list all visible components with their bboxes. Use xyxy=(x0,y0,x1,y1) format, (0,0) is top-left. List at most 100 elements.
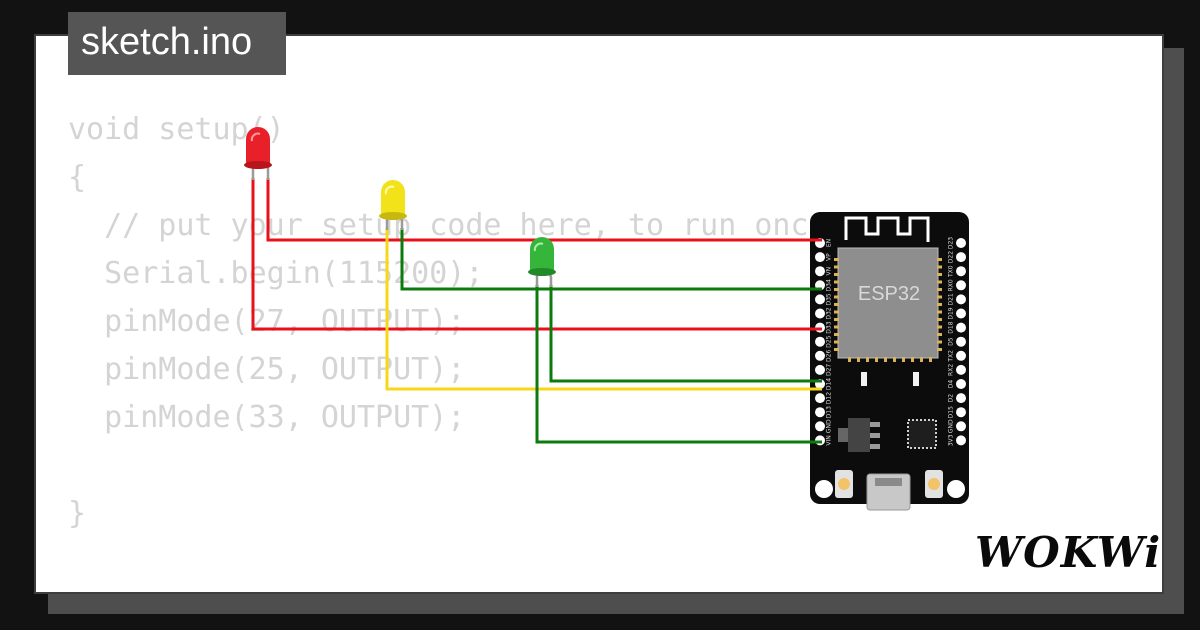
header-pin[interactable] xyxy=(956,238,966,248)
header-pin[interactable] xyxy=(815,435,825,446)
chip-pad xyxy=(893,357,896,362)
pin-label: GND xyxy=(826,419,833,433)
pin-label: D35 xyxy=(826,293,833,305)
wire-green-2 xyxy=(549,285,822,383)
wire-green-3 xyxy=(535,285,822,444)
pin-label: VP xyxy=(826,253,833,261)
wires xyxy=(251,178,822,444)
pin-label: D4 xyxy=(948,380,955,389)
code-line: pinMode(33, OUTPUT); xyxy=(68,400,466,435)
pin-label: D33 xyxy=(826,321,833,333)
header-pin[interactable] xyxy=(815,266,825,277)
code-line: } xyxy=(68,496,87,531)
header-pin[interactable] xyxy=(956,294,966,305)
pin-label: D18 xyxy=(948,321,955,333)
chip-pad xyxy=(866,357,869,362)
header-pin[interactable] xyxy=(815,393,825,404)
esp32-board[interactable]: ESP32 ENVPVND34D35D32D33D25D26D27D14D12D… xyxy=(810,212,969,511)
wire-red-2 xyxy=(251,178,822,331)
regulator xyxy=(848,418,870,452)
regulator-pin xyxy=(870,444,880,449)
wokwi-logo: WOKWi xyxy=(975,528,1162,577)
header-pin[interactable] xyxy=(815,407,825,418)
header-pin[interactable] xyxy=(956,322,966,333)
chip-pads xyxy=(834,258,942,362)
chip-pad xyxy=(937,333,942,336)
chip-pad xyxy=(834,288,839,291)
wire-yellow xyxy=(385,228,822,391)
chip-pad xyxy=(875,357,878,362)
chip-pad xyxy=(937,310,942,314)
pin-label: D25 xyxy=(826,335,833,347)
boot-button[interactable] xyxy=(835,470,853,498)
chip-pad xyxy=(929,357,932,362)
red-led[interactable] xyxy=(244,127,272,180)
pin-label: D23 xyxy=(948,237,955,249)
header-pin[interactable] xyxy=(815,421,825,432)
header-pin[interactable] xyxy=(815,336,825,347)
regulator-pin xyxy=(870,433,880,438)
smd-part xyxy=(861,372,867,386)
pin-label: 3V3 xyxy=(948,434,955,446)
chip-label: ESP32 xyxy=(858,283,920,305)
code-line: pinMode(25, OUTPUT); xyxy=(68,352,466,387)
chip-pad xyxy=(834,333,839,336)
header-pin[interactable] xyxy=(815,350,825,361)
header-pin[interactable] xyxy=(956,280,966,291)
chip-pad xyxy=(937,295,942,299)
code-line: Serial.begin(115200); xyxy=(68,256,484,291)
yellow-led[interactable] xyxy=(379,180,407,230)
pin-label: EN xyxy=(826,239,833,247)
header-pin[interactable] xyxy=(956,336,966,347)
antenna-trace xyxy=(844,216,930,242)
header-pin[interactable] xyxy=(956,407,966,418)
header-pin[interactable] xyxy=(815,308,825,319)
chip-pad xyxy=(902,357,905,362)
chip-pad xyxy=(834,340,839,344)
header-pin[interactable] xyxy=(815,294,825,305)
chip-pad xyxy=(937,265,942,269)
chip-pad xyxy=(937,258,942,261)
pin-label: D27 xyxy=(826,364,833,376)
pin-label: D32 xyxy=(826,307,833,319)
header-pin[interactable] xyxy=(956,308,966,319)
usb-port-slot xyxy=(875,478,902,486)
chip-pad xyxy=(911,357,914,362)
chip-pad xyxy=(834,265,839,269)
file-tab: sketch.ino xyxy=(68,12,286,75)
mounting-hole xyxy=(815,480,833,498)
pin-label: D12 xyxy=(826,392,833,404)
reset-button[interactable] xyxy=(925,470,943,498)
chip-pad xyxy=(834,295,839,299)
header-pin[interactable] xyxy=(956,379,966,389)
chip-pad xyxy=(937,325,942,329)
chip-pad xyxy=(884,357,887,362)
header-pin[interactable] xyxy=(956,252,966,263)
header-pin[interactable] xyxy=(956,364,966,375)
chip-pad xyxy=(834,258,839,261)
header-pin[interactable] xyxy=(956,421,966,432)
chip-pad xyxy=(937,280,942,284)
header-pin[interactable] xyxy=(956,393,966,404)
chip-pad xyxy=(834,303,839,306)
smd-part xyxy=(913,372,919,386)
header-pin[interactable] xyxy=(956,350,966,361)
header-pin[interactable] xyxy=(956,435,966,446)
chip-module xyxy=(837,247,939,359)
header-pin[interactable] xyxy=(956,266,966,277)
pin-label: D34 xyxy=(826,279,833,291)
pin-label: VIN xyxy=(826,435,833,445)
pin-label: D15 xyxy=(948,406,955,418)
right-pin-header: D23D22TX0RX0D21D19D18D5TX2RX2D4D2D15GND3… xyxy=(948,237,966,446)
chip-pad xyxy=(834,280,839,284)
pin-label: D14 xyxy=(826,378,833,390)
pin-label: D26 xyxy=(826,349,833,361)
mounting-hole xyxy=(947,480,965,498)
header-pin[interactable] xyxy=(815,364,825,375)
pin-label: GND xyxy=(948,419,955,433)
green-led[interactable] xyxy=(528,237,556,287)
chip-pad xyxy=(848,357,851,362)
chip-pad xyxy=(937,318,942,321)
header-pin[interactable] xyxy=(815,252,825,263)
pin-label: VN xyxy=(826,267,833,276)
